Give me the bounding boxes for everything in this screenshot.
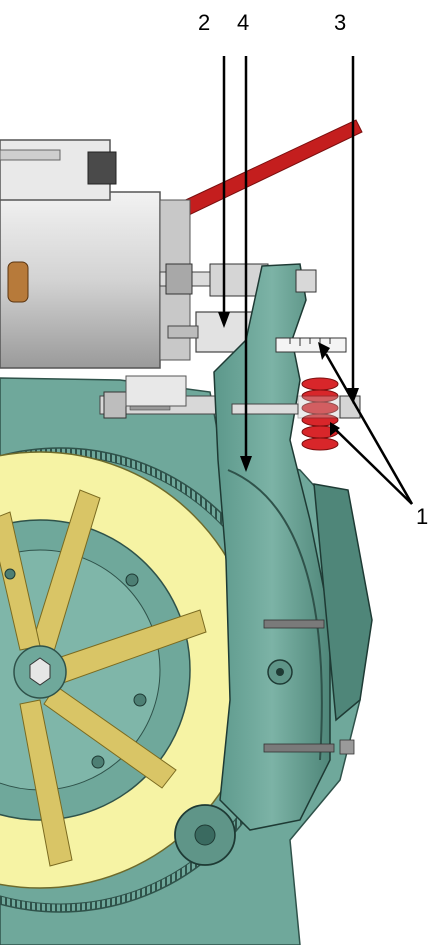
callout-label-2: 2 xyxy=(198,10,211,35)
adjust-scale xyxy=(275,337,347,353)
arrow-1b xyxy=(335,429,413,505)
callout-arrows xyxy=(222,56,414,505)
callout-label-4: 4 xyxy=(237,10,250,35)
callout-label-3: 3 xyxy=(334,10,347,35)
arrow-1a xyxy=(324,353,414,505)
sheave-spokes xyxy=(0,489,207,867)
brake-spring xyxy=(301,377,339,451)
brake-shoe xyxy=(313,483,373,722)
callout-label-1: 1 xyxy=(416,504,429,529)
